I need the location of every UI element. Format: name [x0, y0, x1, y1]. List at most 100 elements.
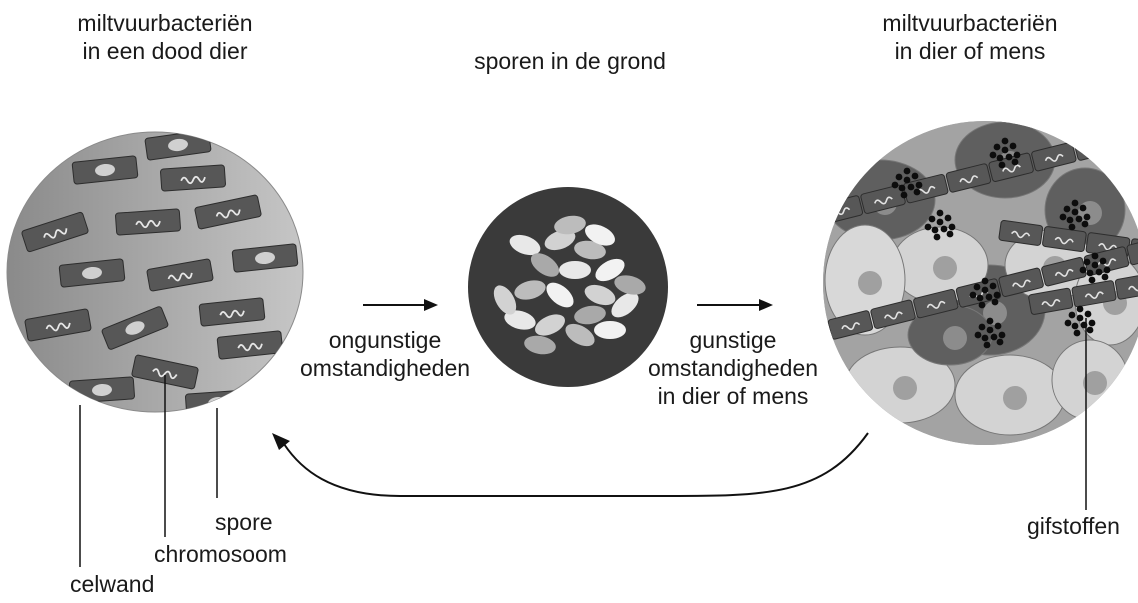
soil-spores-circle: [468, 187, 668, 387]
spore: [595, 258, 625, 282]
cell-wall: [1116, 121, 1138, 151]
chromosome: [926, 300, 946, 309]
spore: [168, 138, 188, 152]
toxin-dot: [1086, 326, 1094, 334]
favourable-line1: gunstige: [689, 327, 777, 353]
toxin-dot: [998, 161, 1006, 169]
spore: [92, 383, 112, 397]
bacterium: [216, 330, 284, 360]
arrow-return-cycle: [272, 432, 869, 498]
cell-nucleus: [1083, 371, 1107, 395]
toxin-dot: [903, 167, 911, 175]
toxin-cluster: [1064, 305, 1096, 337]
toxin-dot: [1088, 276, 1096, 284]
spore: [255, 251, 275, 265]
unfavourable-line2: omstandigheden: [299, 355, 471, 381]
bacterium: [1116, 121, 1138, 151]
bacterium: [1042, 226, 1087, 252]
toxin-dot: [1001, 146, 1009, 154]
toxin-dot: [1083, 258, 1091, 266]
toxin-dot: [993, 143, 1001, 151]
unfavourable-line1: ongunstige: [328, 327, 442, 353]
toxin-cluster: [969, 277, 1001, 309]
toxin-dot: [973, 283, 981, 291]
toxin-dot: [900, 191, 908, 199]
toxin-dot: [940, 225, 948, 233]
toxin-dot: [1103, 266, 1111, 274]
bacterium: [827, 310, 874, 340]
title-living-host-line2: in dier of mens: [894, 38, 1046, 64]
cell-wall: [21, 211, 89, 253]
title-living-host-line1: miltvuurbacteriën: [882, 10, 1058, 36]
bacterium: [1031, 142, 1077, 172]
chromosome: [884, 311, 903, 320]
chromosome: [219, 309, 245, 319]
chromosome: [1098, 243, 1118, 251]
bacterium: [1041, 257, 1087, 287]
toxin-dot: [1068, 311, 1076, 319]
cell-wall: [1041, 257, 1087, 287]
toxin-dot: [1079, 204, 1087, 212]
bacterium: [1073, 131, 1120, 161]
toxin-cluster: [891, 167, 923, 199]
chromosome: [1084, 291, 1104, 299]
bacterium: [58, 258, 126, 288]
bacteria-group: [21, 132, 299, 412]
chromosome: [45, 322, 71, 332]
spore: [594, 321, 626, 339]
toxin-dot: [936, 209, 944, 217]
spore: [530, 253, 560, 277]
toxin-dot: [903, 176, 911, 184]
bacteria-chain: [827, 235, 1138, 340]
chromosome: [167, 272, 193, 282]
cell-wall: [1114, 272, 1138, 300]
spore: [524, 335, 556, 355]
spore: [574, 240, 606, 260]
living-host-circle: [823, 121, 1138, 445]
toxin-dot: [1011, 158, 1019, 166]
chromosome: [1010, 230, 1031, 239]
toxin-dot: [978, 323, 986, 331]
chromosome: [1002, 164, 1021, 173]
toxin-dot: [1079, 266, 1087, 274]
chromosome: [1044, 153, 1064, 162]
cell-wall: [115, 208, 181, 236]
title-dead-animal: miltvuurbacteriën in een dood dier: [55, 9, 275, 65]
bacterium: [71, 155, 139, 185]
toxin-dot: [928, 215, 936, 223]
callout-lines: [79, 318, 1087, 567]
bacterium: [69, 376, 135, 404]
toxin-dot: [976, 294, 984, 302]
bacterium: [1114, 272, 1138, 300]
toxin-dot: [1005, 153, 1013, 161]
favourable-conditions-label: gunstige omstandigheden in dier of mens: [638, 326, 828, 410]
toxin-dot: [1091, 261, 1099, 269]
toxin-cluster: [1079, 252, 1111, 284]
toxin-dot: [1071, 199, 1079, 207]
chromosome: [43, 228, 68, 239]
toxin-cluster: [1059, 199, 1091, 231]
cell-wall: [945, 163, 992, 193]
bacterium: [101, 306, 169, 350]
chromosome: [1087, 143, 1107, 152]
toxin-dot: [898, 184, 906, 192]
toxin-dot: [1076, 305, 1084, 313]
toxin-dot: [1081, 220, 1089, 228]
spore: [95, 163, 115, 177]
toxin-dot: [985, 293, 993, 301]
toxin-dot: [981, 277, 989, 285]
toxin-cluster: [974, 317, 1006, 349]
callout-gifstoffen: gifstoffen: [1027, 513, 1120, 539]
toxin-dot: [986, 317, 994, 325]
spore: [493, 285, 517, 315]
toxin-dot: [895, 173, 903, 181]
cell-wall: [131, 354, 199, 390]
chromosome: [180, 175, 206, 185]
callout-chromosoom: chromosoom: [154, 541, 287, 567]
toxin-cluster: [924, 209, 956, 241]
toxin-dot: [913, 188, 921, 196]
unfavourable-conditions-label: ongunstige omstandigheden: [295, 326, 475, 382]
chromosome: [959, 175, 979, 184]
toxin-dot: [1075, 215, 1083, 223]
